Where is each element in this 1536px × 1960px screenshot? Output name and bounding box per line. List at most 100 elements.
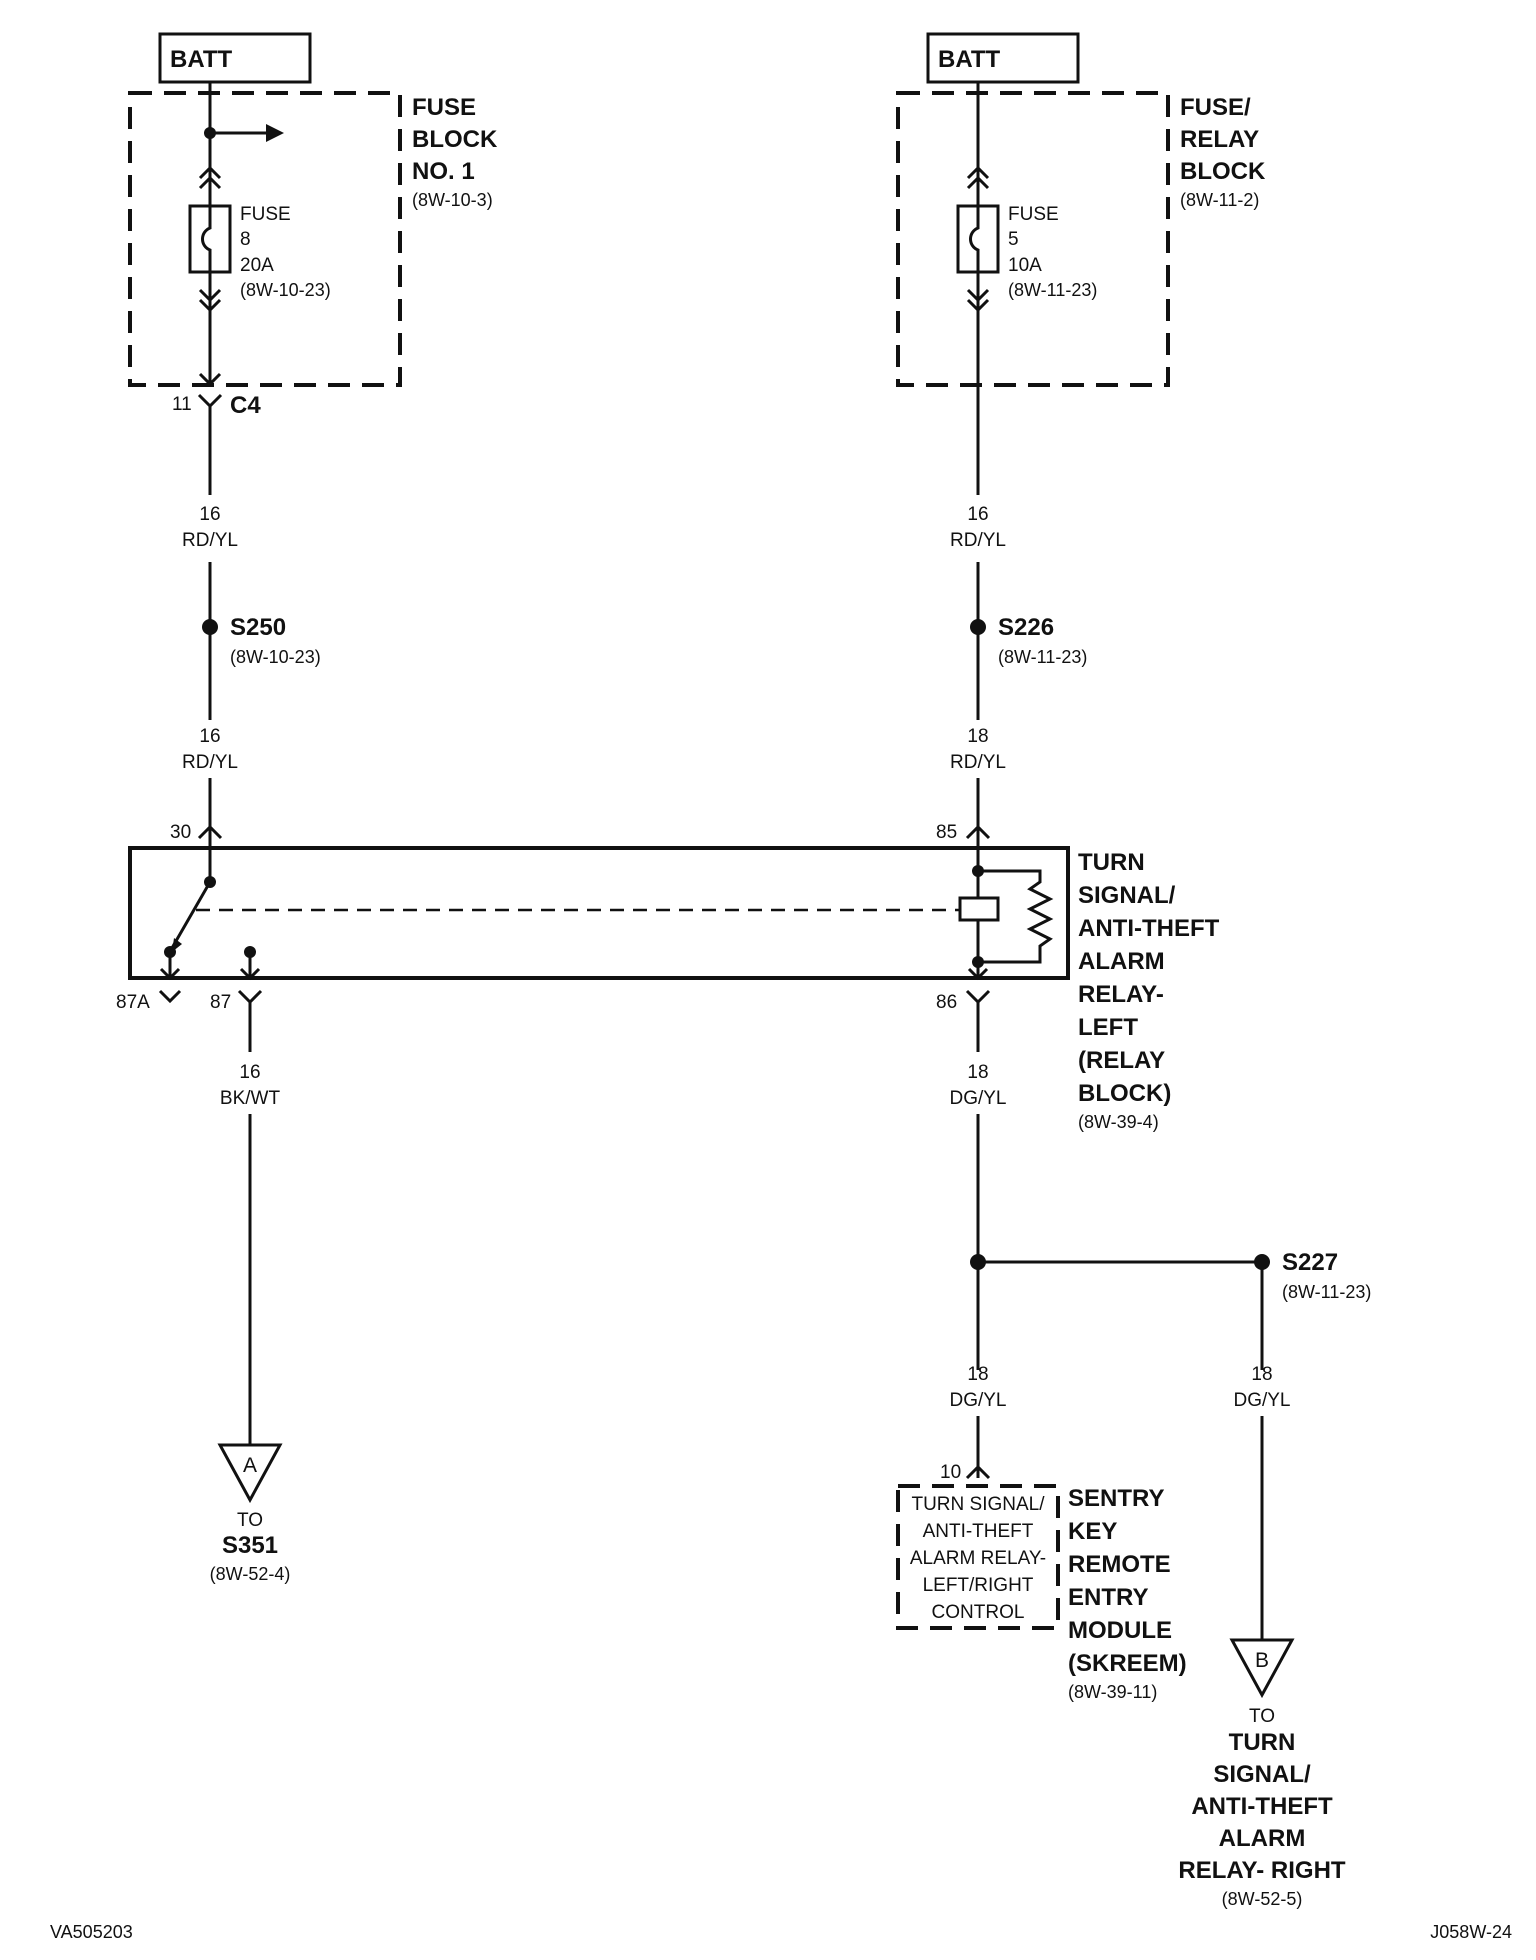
svg-text:16: 16 xyxy=(239,1062,260,1083)
skreem-module-inner-label: TURN SIGNAL/ ANTI-THEFT ALARM RELAY- LEF… xyxy=(910,1494,1046,1623)
c4-pin-label: 11 xyxy=(172,394,192,415)
left-wire3-label: 16 BK/WT xyxy=(220,1062,281,1109)
svg-text:TURN: TURN xyxy=(1229,1729,1296,1756)
connector-b-to: TO xyxy=(1249,1706,1275,1727)
right-fuse-chevron-top-2 xyxy=(966,175,990,190)
svg-text:(8W-11-2): (8W-11-2) xyxy=(1180,190,1259,210)
svg-text:RD/YL: RD/YL xyxy=(950,752,1006,773)
pin87a-label: 87A xyxy=(116,992,150,1013)
right-wire4-label: 18 DG/YL xyxy=(949,1364,1006,1411)
svg-text:TURN SIGNAL/: TURN SIGNAL/ xyxy=(911,1494,1045,1515)
connector-a-ref: (8W-52-4) xyxy=(210,1564,291,1584)
right-wire2-label: 18 RD/YL xyxy=(950,726,1006,773)
pin87-label: 87 xyxy=(210,992,231,1013)
pin87-connector-symbol xyxy=(237,989,263,1005)
connector-a-symbol xyxy=(217,1443,283,1504)
svg-text:ANTI-THEFT: ANTI-THEFT xyxy=(1078,915,1220,942)
svg-text:18: 18 xyxy=(967,1062,988,1083)
svg-text:18: 18 xyxy=(967,1364,988,1385)
left-fuse-chevron-bot-2 xyxy=(198,298,222,313)
relay-coil xyxy=(958,865,1054,981)
svg-text:20A: 20A xyxy=(240,255,274,276)
svg-text:16: 16 xyxy=(967,504,988,525)
svg-text:DG/YL: DG/YL xyxy=(949,1390,1006,1411)
connector-a-dest: S351 xyxy=(222,1532,278,1559)
svg-text:SENTRY: SENTRY xyxy=(1068,1485,1164,1512)
footer-right-id: J058W-24 xyxy=(1430,1922,1512,1942)
s250-label: S250 xyxy=(230,614,286,641)
connector-a-letter: A xyxy=(243,1454,257,1477)
svg-text:BLOCK: BLOCK xyxy=(412,126,498,153)
svg-text:18: 18 xyxy=(967,726,988,747)
svg-text:18: 18 xyxy=(1251,1364,1272,1385)
svg-text:10A: 10A xyxy=(1008,255,1042,276)
c4-connector-label: C4 xyxy=(230,392,261,419)
skreem-module-label: SENTRY KEY REMOTE ENTRY MODULE (SKREEM) … xyxy=(1068,1485,1187,1702)
svg-text:FUSE: FUSE xyxy=(1008,204,1059,225)
svg-text:16: 16 xyxy=(199,726,220,747)
right-wire5-label: 18 DG/YL xyxy=(1233,1364,1290,1411)
right-batt-label: BATT xyxy=(938,46,1001,73)
left-batt-box: BATT xyxy=(158,32,312,84)
left-fuse-chevron-top-1 xyxy=(198,165,222,180)
svg-text:RELAY-: RELAY- xyxy=(1078,981,1164,1008)
connector-b-ref: (8W-52-5) xyxy=(1222,1889,1303,1909)
svg-text:NO. 1: NO. 1 xyxy=(412,158,475,185)
left-fuse-chevron-bot-1 xyxy=(198,288,222,303)
svg-text:(8W-39-11): (8W-39-11) xyxy=(1068,1682,1157,1702)
skreem-module-outline xyxy=(896,1484,1060,1630)
relay-outline xyxy=(128,846,1070,980)
svg-text:16: 16 xyxy=(199,504,220,525)
svg-text:RELAY: RELAY xyxy=(1180,126,1259,153)
fuse-block-1-label: FUSE BLOCK NO. 1 (8W-10-3) xyxy=(412,94,498,210)
pin86-connector-symbol xyxy=(965,989,991,1005)
connector-b-letter: B xyxy=(1255,1649,1269,1672)
pin30-label: 30 xyxy=(170,822,191,843)
svg-text:ALARM: ALARM xyxy=(1219,1825,1306,1852)
fuse-8-symbol xyxy=(188,204,232,274)
left-feed-arrow-head xyxy=(266,124,284,142)
svg-text:RD/YL: RD/YL xyxy=(182,530,238,551)
svg-text:FUSE: FUSE xyxy=(240,204,291,225)
svg-text:(8W-11-23): (8W-11-23) xyxy=(1008,280,1097,300)
svg-text:REMOTE: REMOTE xyxy=(1068,1551,1171,1578)
svg-text:8: 8 xyxy=(240,229,251,250)
svg-text:KEY: KEY xyxy=(1068,1518,1117,1545)
pin87a-connector-symbol xyxy=(158,989,182,1004)
s250-ref: (8W-10-23) xyxy=(230,647,321,667)
left-wire2-label: 16 RD/YL xyxy=(182,726,238,773)
connector-a-to: TO xyxy=(237,1510,263,1531)
relay-label: TURN SIGNAL/ ANTI-THEFT ALARM RELAY- LEF… xyxy=(1078,849,1220,1132)
pin30-connector-symbol xyxy=(197,824,223,840)
connector-b-dest: TURN SIGNAL/ ANTI-THEFT ALARM RELAY- RIG… xyxy=(1178,1729,1345,1884)
svg-text:ENTRY: ENTRY xyxy=(1068,1584,1148,1611)
svg-text:MODULE: MODULE xyxy=(1068,1617,1172,1644)
pin10-label: 10 xyxy=(940,1462,961,1483)
svg-text:SIGNAL/: SIGNAL/ xyxy=(1213,1761,1311,1788)
svg-text:(8W-39-4): (8W-39-4) xyxy=(1078,1112,1159,1132)
left-wire1-label: 16 RD/YL xyxy=(182,504,238,551)
left-fuse-chevron-top-2 xyxy=(198,175,222,190)
right-fuse-chevron-top-1 xyxy=(966,165,990,180)
svg-text:5: 5 xyxy=(1008,229,1019,250)
s226-ref: (8W-11-23) xyxy=(998,647,1087,667)
connector-b-symbol xyxy=(1229,1638,1295,1699)
svg-text:BLOCK): BLOCK) xyxy=(1078,1080,1171,1107)
svg-text:(SKREEM): (SKREEM) xyxy=(1068,1650,1187,1677)
svg-text:SIGNAL/: SIGNAL/ xyxy=(1078,882,1176,909)
fuse-8-label: FUSE 8 20A (8W-10-23) xyxy=(240,204,331,300)
svg-text:ALARM RELAY-: ALARM RELAY- xyxy=(910,1548,1046,1569)
svg-text:RELAY- RIGHT: RELAY- RIGHT xyxy=(1178,1857,1345,1884)
s250-splice-dot xyxy=(202,619,218,635)
svg-text:DG/YL: DG/YL xyxy=(1233,1390,1290,1411)
svg-text:(RELAY: (RELAY xyxy=(1078,1047,1165,1074)
s226-label: S226 xyxy=(998,614,1054,641)
pin10-connector-symbol xyxy=(965,1464,991,1480)
right-wire3-label: 18 DG/YL xyxy=(949,1062,1006,1109)
c4-connector-symbol xyxy=(197,393,223,409)
left-fuse-block-exit-chevron xyxy=(198,372,222,387)
svg-text:ALARM: ALARM xyxy=(1078,948,1165,975)
svg-text:LEFT/RIGHT: LEFT/RIGHT xyxy=(923,1575,1034,1596)
svg-text:BK/WT: BK/WT xyxy=(220,1088,281,1109)
